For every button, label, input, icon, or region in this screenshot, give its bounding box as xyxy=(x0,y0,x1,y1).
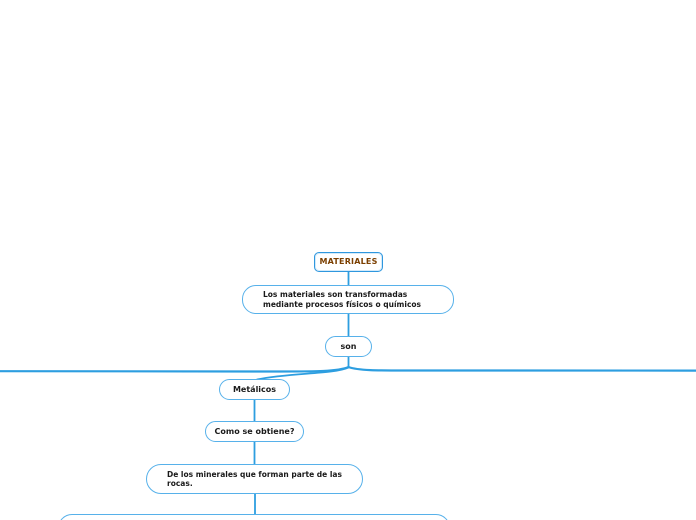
connector-branch-to-metalicos xyxy=(256,366,350,381)
node-label-note: Los materiales son transformadas mediant… xyxy=(263,290,422,309)
node-label-metalicos: Metálicos xyxy=(232,384,277,394)
branch-line-right xyxy=(347,365,696,372)
node-label-son: son xyxy=(340,341,357,351)
mindmap-node-note[interactable]: Los materiales son transformadas mediant… xyxy=(242,285,454,314)
node-label-como-se-obtiene: Como se obtiene? xyxy=(214,426,295,436)
branch-line-left xyxy=(0,365,350,373)
mindmap-node-minerales[interactable]: De los minerales que forman parte de las… xyxy=(146,464,363,494)
node-label-minerales: De los minerales que forman parte de las… xyxy=(167,469,342,489)
mindmap-node-partial-bottom[interactable] xyxy=(58,514,450,520)
node-label-materiales: MATERIALES xyxy=(319,257,378,267)
mindmap-node-son[interactable]: son xyxy=(325,336,372,357)
mindmap-node-metalicos[interactable]: Metálicos xyxy=(219,379,290,400)
mindmap-node-materiales[interactable]: MATERIALES xyxy=(314,252,383,272)
mindmap-node-como-se-obtiene[interactable]: Como se obtiene? xyxy=(205,421,304,442)
